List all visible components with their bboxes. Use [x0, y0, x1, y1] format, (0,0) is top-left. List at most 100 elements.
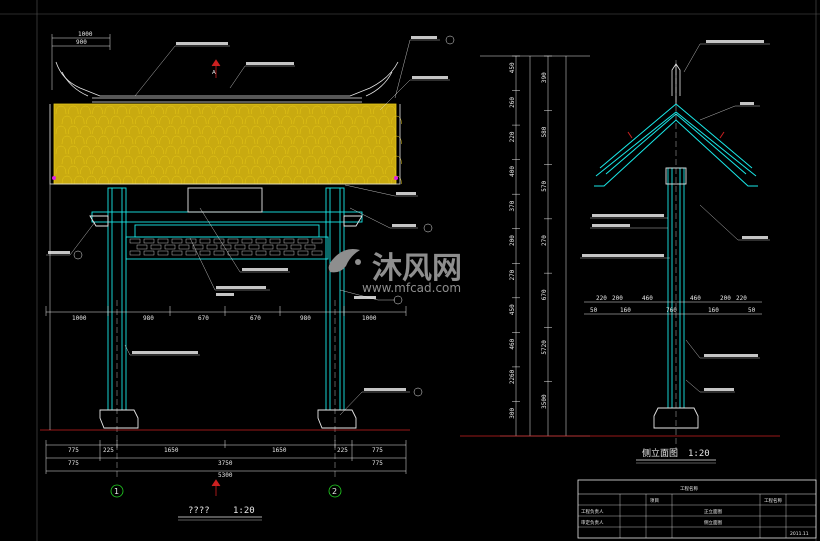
roof-tile — [202, 105, 213, 115]
roof-tile — [61, 115, 73, 125]
roof-tile — [159, 155, 170, 165]
lattice-brick — [241, 250, 253, 256]
side-hdim2-2: 160 — [620, 307, 631, 314]
roof-tile — [147, 135, 158, 145]
roof-tile — [317, 135, 329, 145]
roof-tile — [232, 135, 244, 145]
roof-tile — [86, 135, 97, 145]
dim-bot3-1: 5300 — [218, 472, 233, 479]
watermark-url: www.mfcad.com — [362, 281, 461, 295]
roof-tile — [354, 175, 366, 185]
roof-tile — [269, 155, 280, 165]
roof-tile — [202, 145, 213, 155]
roof-tile — [171, 155, 183, 165]
roof-tile — [73, 175, 85, 185]
roof-tile — [159, 115, 170, 125]
roof-tile — [342, 155, 353, 165]
roof-tile — [360, 125, 372, 135]
roof-tile — [128, 165, 140, 175]
roof-tile — [61, 155, 73, 165]
roof-tile — [110, 135, 122, 145]
roof-tile — [214, 165, 225, 175]
front-column-right — [317, 187, 363, 429]
roof-tile — [61, 135, 73, 145]
roof-tile — [287, 105, 299, 115]
front-roof-outline — [55, 61, 399, 103]
lattice-brick — [311, 238, 323, 244]
roof-tile — [391, 175, 402, 185]
roof-tile — [177, 165, 189, 175]
roof-tile — [214, 145, 225, 155]
dim-bot1-6: 775 — [372, 447, 383, 454]
side-hdim-3: 460 — [642, 295, 653, 302]
roof-tile — [366, 135, 378, 145]
roof-tile — [116, 145, 128, 155]
side-hdim-5: 200 — [720, 295, 731, 302]
front-leader-lines — [46, 39, 450, 416]
side-leader-lines — [580, 43, 770, 393]
roof-tile — [189, 105, 201, 115]
roof-tile — [366, 115, 378, 125]
roof-tile — [269, 135, 280, 145]
roof-tile — [238, 165, 250, 175]
roof-tile — [293, 155, 305, 165]
lattice-brick — [304, 244, 316, 250]
roof-tile — [244, 155, 256, 165]
lattice-brick — [143, 250, 155, 256]
roof-tile — [311, 105, 323, 115]
lattice-brick — [143, 238, 155, 244]
roof-tile — [220, 155, 231, 165]
dim-bot1-2: 225 — [103, 447, 114, 454]
front-roof-tiles — [53, 103, 402, 185]
dim-bot2-1: 775 — [68, 460, 79, 467]
roof-tile — [171, 115, 183, 125]
roof-tile — [98, 115, 109, 125]
roof-tile — [281, 115, 292, 125]
roof-tile — [116, 125, 128, 135]
roof-tile — [189, 165, 201, 175]
roof-tile — [299, 145, 311, 155]
roof-tile — [67, 125, 79, 135]
roof-tile — [336, 145, 347, 155]
lattice-brick — [213, 250, 225, 256]
lattice-brick — [185, 250, 197, 256]
lattice-brick — [185, 238, 197, 244]
roof-tile — [141, 165, 152, 175]
roof-tile — [287, 125, 299, 135]
roof-tile — [226, 125, 238, 135]
tb-cell-lead: 工程负责人 — [581, 508, 604, 515]
lattice-brick — [199, 250, 211, 256]
roof-tile — [256, 135, 268, 145]
roof-tile — [391, 135, 402, 145]
dim-mid-2: 980 — [143, 315, 154, 322]
lattice-brick — [192, 244, 204, 250]
roof-tile — [275, 125, 286, 135]
watermark-brand: 沐风网 — [372, 251, 462, 286]
lattice-brick — [241, 238, 253, 244]
lattice-brick — [297, 238, 309, 244]
tb-date: 2011.11 — [790, 531, 809, 537]
roof-tile — [385, 125, 396, 135]
roof-tile — [55, 105, 67, 115]
dim-bot1-1: 775 — [68, 447, 79, 454]
roof-tile — [195, 175, 207, 185]
roof-tile — [250, 105, 262, 115]
roof-tile — [238, 125, 250, 135]
lattice-brick — [234, 244, 246, 250]
roof-tile — [348, 145, 360, 155]
lattice-brick — [171, 250, 183, 256]
tb-cell-approver: 审定负责人 — [581, 519, 604, 526]
title-block: 工程名称 项目 工程名称 工程负责人 正立面图 审定负责人 侧立面图 2011.… — [577, 479, 817, 539]
dim-bot2-3: 775 — [372, 460, 383, 467]
roof-tile — [134, 155, 146, 165]
lattice-brick — [129, 238, 141, 244]
lattice-brick — [178, 244, 190, 250]
roof-tile — [372, 145, 384, 155]
roof-tile — [281, 155, 292, 165]
roof-tile — [171, 135, 183, 145]
roof-tile — [275, 105, 286, 115]
lattice-brick — [199, 238, 211, 244]
roof-tile — [263, 145, 274, 155]
lattice-brick — [262, 244, 274, 250]
